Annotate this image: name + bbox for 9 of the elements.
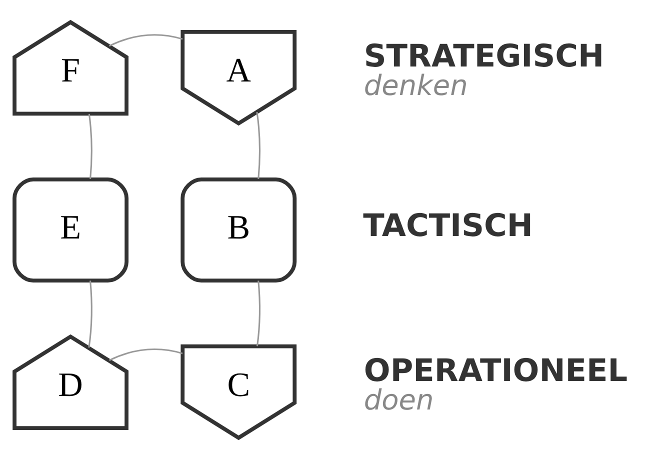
connector	[108, 348, 183, 361]
connector	[256, 280, 260, 346]
connector	[88, 114, 92, 180]
connector	[108, 34, 183, 47]
connector	[88, 280, 92, 348]
node-box: E	[12, 177, 128, 283]
label: TACTISCH	[363, 208, 533, 244]
node-box: B	[180, 177, 297, 283]
connector	[256, 112, 260, 179]
